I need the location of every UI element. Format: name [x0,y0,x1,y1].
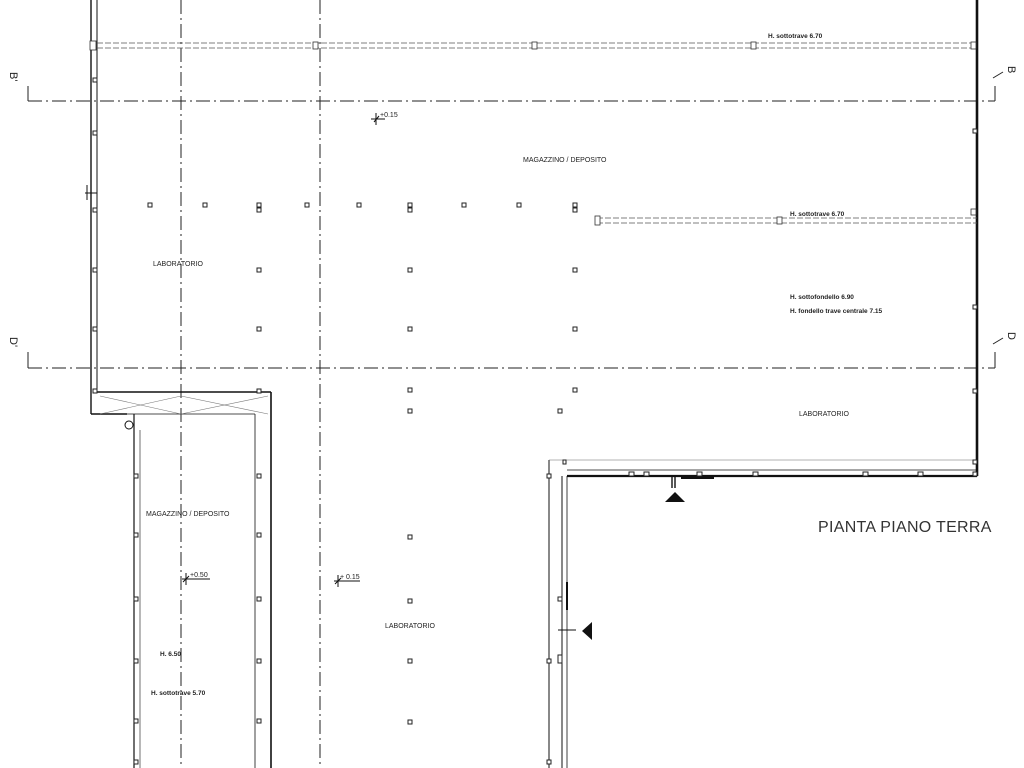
level-label-lower-left: +0.50 [190,572,208,579]
level-label-top: +0.15 [380,112,398,119]
axis-lines [28,0,995,768]
room-label-magazzino-lower: MAGAZZINO / DEPOSITO [146,511,230,518]
note-fondello: H. fondello trave centrale 7.15 [790,308,883,315]
plan-title: PIANTA PIANO TERRA [818,519,992,536]
note-beam-mid: H. sottotrave 6.70 [790,211,845,218]
entrance-markers [85,185,714,640]
level-marker-lower-left [182,573,210,585]
section-label-b-left: B' [7,72,19,81]
section-label-d-right: D [1005,332,1017,340]
note-sottofondello: H. sottofondello 6.90 [790,294,854,301]
level-marker-lower-center [334,575,360,587]
beam-lines [97,42,977,224]
section-markers [27,71,1004,368]
note-sottotrave-lower: H. sottotrave 5.70 [151,690,206,697]
section-label-d-left: D' [7,337,19,347]
pillars [92,77,978,765]
level-label-lower-center: + 0.15 [340,574,360,581]
room-label-laboratorio-left: LABORATORIO [153,261,203,268]
walls [90,0,979,768]
level-marker-top [371,113,385,125]
note-h-lower: H. 6.50 [160,651,181,658]
room-label-laboratorio-right: LABORATORIO [799,411,849,418]
room-label-magazzino-top: MAGAZZINO / DEPOSITO [523,157,607,164]
beam-connectors [89,40,977,226]
room-label-laboratorio-center: LABORATORIO [385,623,435,630]
wing-trusses [99,395,269,415]
note-beam-top: H. sottotrave 6.70 [768,33,823,40]
section-label-b-right: B [1005,66,1017,73]
